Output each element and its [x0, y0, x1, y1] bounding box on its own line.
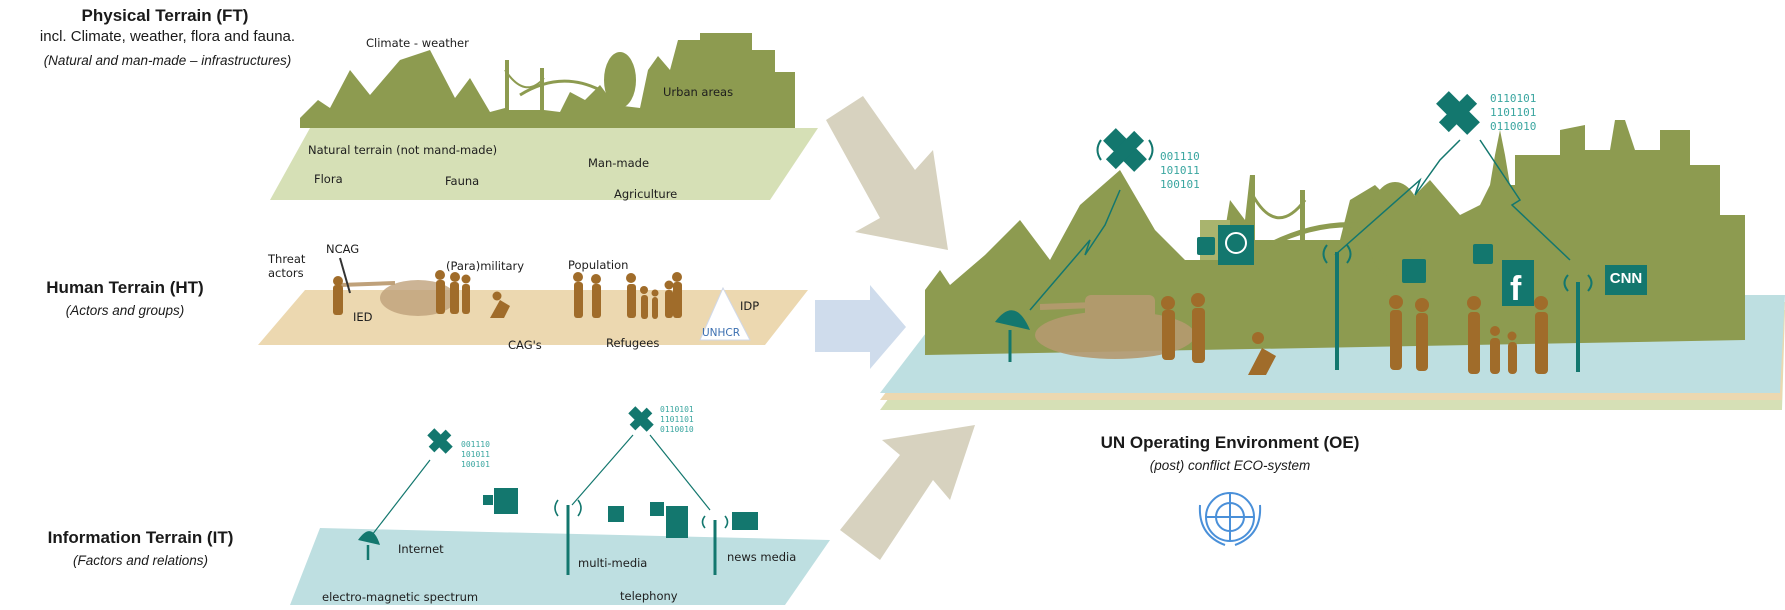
twitter-icon-oe-a: [1197, 237, 1215, 255]
satellite-icon-oe-b: [1436, 91, 1480, 135]
arrow-from-information: [840, 425, 975, 560]
physical-terrain-note: (Natural and man-made – infrastructures): [43, 53, 292, 68]
physical-plane: [270, 128, 818, 200]
label-internet: Internet: [398, 542, 444, 556]
information-terrain-title: Information Terrain (IT): [47, 528, 234, 547]
dish-icon: [358, 531, 380, 545]
human-terrain-title: Human Terrain (HT): [46, 278, 204, 297]
label-refugees: Refugees: [606, 336, 660, 350]
arrow-from-physical: [826, 96, 948, 250]
label-telephony: telephony: [620, 589, 678, 603]
human-terrain-note: (Actors and groups): [65, 303, 185, 318]
binary-oe-b: 0110101 1101101 0110010: [1490, 92, 1537, 133]
physical-terrain-subtitle: incl. Climate, weather, flora and fauna.: [39, 28, 296, 45]
label-spectrum: electro-magnetic spectrum: [322, 590, 479, 604]
facebook-icon-oe: [1502, 260, 1534, 306]
label-paramilitary: (Para)military: [446, 259, 525, 273]
satellite-icon-small-a: [427, 428, 453, 454]
cnn-label-oe: CNN: [1609, 270, 1643, 287]
twitter-icon-oe-b: [1402, 259, 1426, 283]
satellite-icon-small-b: [628, 406, 654, 432]
label-unhcr: UNHCR: [702, 327, 741, 339]
un-emblem: [1198, 492, 1262, 546]
oe-signal-lines: [1029, 139, 1571, 311]
binary-small-a: 001110 101011 100101: [461, 440, 490, 469]
satellite-icon-oe-a: [1103, 128, 1147, 172]
dish-icon-oe: [995, 310, 1030, 330]
aljazeera-icon-oe: [1218, 225, 1254, 265]
svg-text:f: f: [1510, 270, 1522, 308]
label-multimedia: multi-media: [578, 556, 648, 570]
oe-subtitle: (post) conflict ECO-system: [1149, 458, 1311, 473]
label-ied: IED: [353, 310, 373, 324]
label-cags: CAG's: [508, 338, 542, 352]
cnn-icon-oe: [1605, 265, 1647, 295]
aljazeera-icon-small: [494, 488, 518, 514]
label-newsmedia: news media: [727, 550, 797, 564]
label-flora: Flora: [314, 172, 343, 186]
label-threat-actors: Threat actors: [268, 252, 306, 280]
binary-small-b: 0110101 1101101 0110010: [660, 405, 694, 434]
physical-skyline: [300, 33, 795, 128]
human-figures: [333, 270, 682, 319]
label-manmade: Man-made: [588, 156, 650, 170]
label-idp: IDP: [740, 299, 760, 313]
label-population: Population: [568, 258, 629, 272]
binary-oe-a: 001110 101011 100101: [1160, 150, 1200, 191]
label-ncag: NCAG: [326, 242, 360, 256]
arrow-from-human: [815, 285, 906, 369]
weibo-icon-oe: [1473, 244, 1493, 264]
physical-terrain-title: Physical Terrain (FT): [81, 6, 249, 25]
oe-title: UN Operating Environment (OE): [1100, 433, 1360, 452]
label-urban: Urban areas: [663, 85, 734, 99]
label-agriculture: Agriculture: [614, 187, 678, 201]
information-plane: [290, 528, 830, 605]
facebook-icon-small: [666, 506, 688, 538]
tank-icon: [1035, 295, 1195, 359]
information-terrain-note: (Factors and relations): [72, 553, 209, 568]
label-natural: Natural terrain (not mand-made): [308, 143, 498, 157]
label-fauna: Fauna: [445, 174, 480, 188]
twitter-icon-small: [608, 506, 624, 522]
label-climate: Climate - weather: [366, 36, 469, 50]
oe-people: [1161, 293, 1548, 375]
cnn-icon-small: [732, 512, 758, 530]
unhcr-triangle: [699, 286, 751, 341]
weibo-icon-small: [650, 502, 664, 516]
